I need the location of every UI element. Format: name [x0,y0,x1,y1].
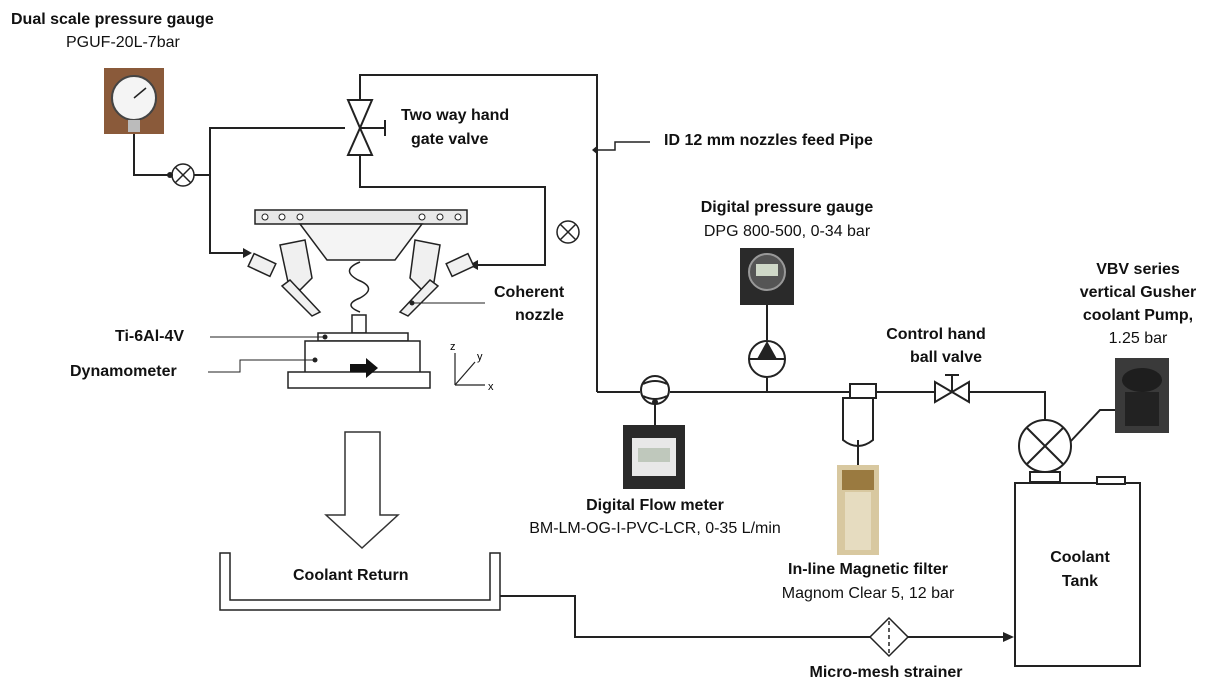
right-coherent-nozzle [398,239,475,317]
nozzle-label-line2: nozzle [515,307,564,324]
axis-x-label: x [488,381,494,393]
axis-triad [454,353,485,386]
axis-y-label: y [477,351,483,363]
dual-gauge-model: PGUF-20L-7bar [66,34,180,51]
dynamometer-label: Dynamometer [70,363,177,380]
filter-model: Magnom Clear 5, 12 bar [781,585,955,602]
right-line-valve-symbol [556,220,580,244]
coolant-return-label: Coolant Return [293,567,409,584]
feed-pipe-label: ID 12 mm nozzles feed Pipe [664,132,873,149]
digital-gauge-model: DPG 800-500, 0-34 bar [703,223,871,240]
feed-pipe-pointer [598,141,650,151]
ball-valve-symbol [934,374,970,404]
pump-label-line3: coolant Pump, [1082,307,1194,324]
arrow-return-tank [1003,632,1014,642]
pump-label-line1: VBV series [1096,261,1180,278]
nozzle-fixture [254,209,468,261]
left-coherent-nozzle [247,239,322,317]
cutting-tool [348,261,370,334]
feed-direction-arrow [350,358,378,378]
flow-meter-title: Digital Flow meter [586,497,724,514]
feed-pipe-pointer-head [592,145,598,155]
workpiece [317,332,409,342]
main-line [597,391,1046,420]
return-line [500,595,1012,638]
pump-photo [1115,358,1169,433]
return-flow-arrow [324,431,400,550]
flow-meter-symbol [640,375,670,425]
digital-gauge-photo [740,248,794,305]
magnetic-filter-photo [837,465,879,555]
coolant-return-tray [219,552,501,611]
gate-valve-label-line2: gate valve [411,131,489,148]
digital-gauge-title: Digital pressure gauge [700,199,874,216]
left-nozzle-feed-line [209,127,345,254]
dual-gauge-photo [104,68,164,134]
dynamometer-leader [208,359,315,373]
ball-valve-label-line1: Control hand [886,326,986,343]
coolant-tank [1014,476,1141,667]
strainer-symbol [868,616,910,658]
axis-z-label: z [450,341,456,353]
flow-meter-photo [623,425,685,489]
filter-title: In-line Magnetic filter [787,561,949,578]
pump-label-line2: vertical Gusher [1079,284,1197,301]
dual-gauge-title: Dual scale pressure gauge [11,11,214,28]
arrow-left-nozzle [243,248,252,258]
tank-label-line1: Coolant [1050,549,1110,566]
flow-meter-model: BM-LM-OG-I-PVC-LCR, 0-35 L/min [529,520,781,537]
tank-label-line2: Tank [1061,573,1099,590]
feed-pipe-top [359,74,598,392]
magnetic-filter-symbol [842,383,877,465]
ball-valve-label-line2: ball valve [909,349,983,366]
workpiece-label: Ti-6Al-4V [115,328,185,345]
gate-valve-label-line1: Two way hand [401,107,510,124]
pump-leader [1069,409,1115,443]
dual-gauge-line [133,134,210,176]
dual-gauge-valve-symbol [171,163,195,187]
pump-label-line4: 1.25 bar [1108,330,1168,347]
pump-symbol [1018,419,1072,483]
nozzle-label-line1: Coherent [494,284,565,301]
strainer-label: Micro-mesh strainer [809,664,963,681]
gate-valve-symbol [346,99,386,156]
right-nozzle-feed-line [359,155,546,266]
